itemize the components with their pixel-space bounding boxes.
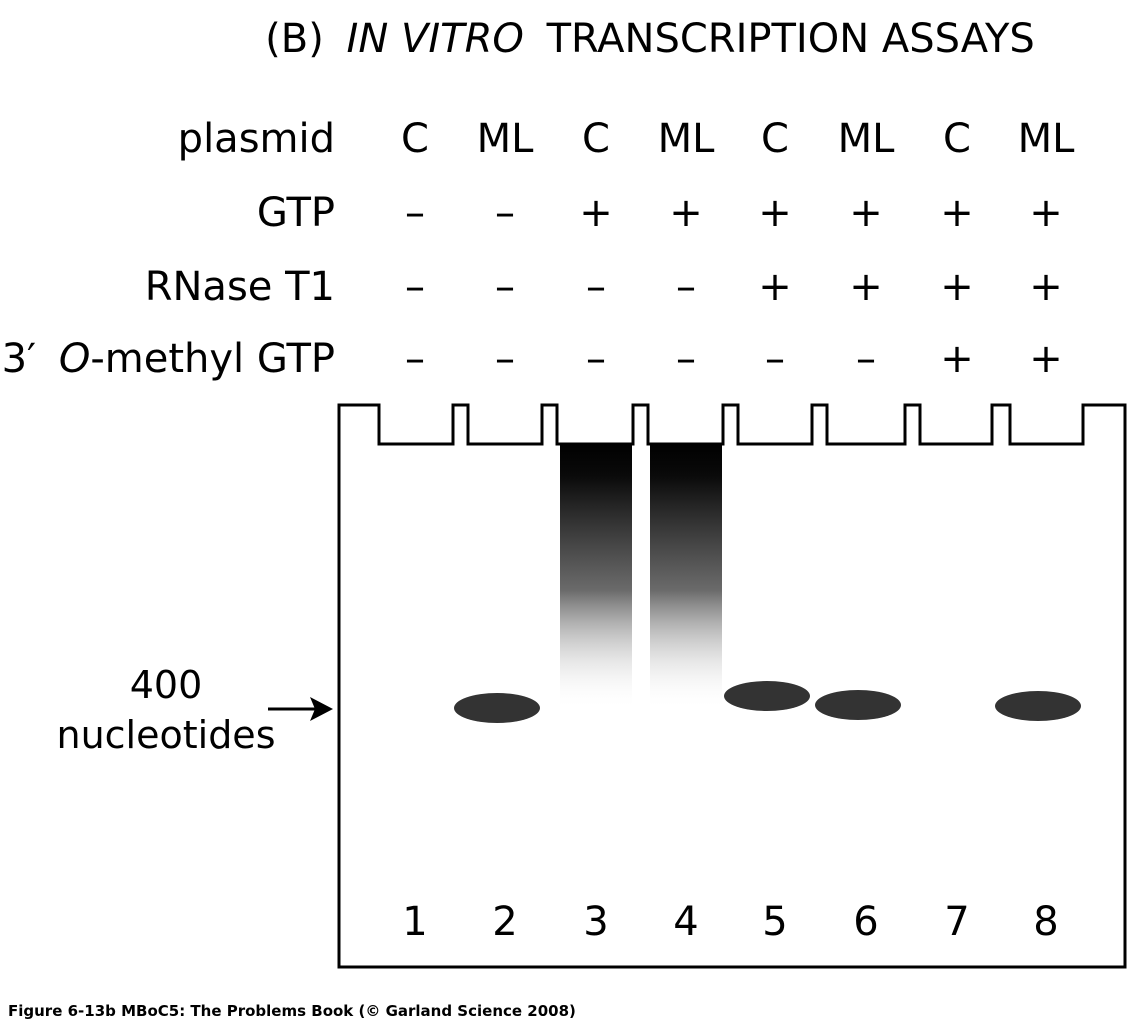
cell-gtp-lane-4: + xyxy=(669,190,703,236)
cell-rnase-t1-lane-8: + xyxy=(1029,264,1063,310)
cell-plasmid-lane-7: C xyxy=(943,116,971,162)
cell-plasmid-lane-4: ML xyxy=(658,116,716,162)
cell-rnase-t1-lane-3: – xyxy=(586,264,606,310)
band-lane-8 xyxy=(995,691,1081,721)
band-lane-5 xyxy=(724,681,810,711)
cell-methyl-gtp-lane-2: – xyxy=(495,336,515,382)
lane-number-7: 7 xyxy=(944,899,969,945)
cell-methyl-gtp-lane-5: – xyxy=(765,336,785,382)
gel-bands xyxy=(454,444,1081,723)
figure-title: (B) IN VITRO TRANSCRIPTION ASSAYS xyxy=(265,16,1035,62)
cell-gtp-lane-1: – xyxy=(405,190,425,236)
cell-rnase-t1-lane-5: + xyxy=(758,264,792,310)
cell-gtp-lane-2: – xyxy=(495,190,515,236)
smear-lane-4 xyxy=(650,444,722,710)
band-lane-2 xyxy=(454,693,540,723)
title-prefix: (B) xyxy=(265,16,324,62)
lane-number-3: 3 xyxy=(583,899,608,945)
cell-plasmid-lane-3: C xyxy=(582,116,610,162)
cell-methyl-gtp-lane-6: – xyxy=(856,336,876,382)
condition-table: plasmid GTP RNase T1 3′ O-methyl GTP C ML… xyxy=(2,116,1076,382)
cell-rnase-t1-lane-1: – xyxy=(405,264,425,310)
cell-plasmid-lane-8: ML xyxy=(1018,116,1076,162)
cell-rnase-t1-lane-2: – xyxy=(495,264,515,310)
row-label-methyl-gtp-prefix: 3′ xyxy=(2,336,37,382)
marker-size: 400 xyxy=(130,663,203,707)
cell-gtp-lane-5: + xyxy=(758,190,792,236)
cell-methyl-gtp-lane-1: – xyxy=(405,336,425,382)
lane-number-2: 2 xyxy=(492,899,517,945)
cell-gtp-lane-7: + xyxy=(940,190,974,236)
figure-caption: Figure 6-13b MBoC5: The Problems Book (©… xyxy=(8,1002,576,1020)
lane-number-4: 4 xyxy=(673,899,698,945)
lane-number-1: 1 xyxy=(402,899,427,945)
cell-plasmid-lane-2: ML xyxy=(477,116,535,162)
title-italic: IN VITRO xyxy=(347,16,524,62)
cell-methyl-gtp-lane-4: – xyxy=(676,336,696,382)
marker-arrowhead xyxy=(310,697,333,721)
lane-numbers: 1 2 3 4 5 6 7 8 xyxy=(402,899,1058,945)
cell-methyl-gtp-lane-7: + xyxy=(940,336,974,382)
size-marker: 400 nucleotides xyxy=(56,663,333,757)
gel-outline xyxy=(337,403,1127,969)
cell-gtp-lane-8: + xyxy=(1029,190,1063,236)
cell-rnase-t1-lane-6: + xyxy=(849,264,883,310)
row-label-plasmid: plasmid xyxy=(178,116,335,162)
cell-plasmid-lane-5: C xyxy=(761,116,789,162)
marker-unit: nucleotides xyxy=(56,713,275,757)
cell-rnase-t1-lane-7: + xyxy=(940,264,974,310)
smear-lane-3 xyxy=(560,444,632,710)
row-label-gtp: GTP xyxy=(257,190,335,236)
row-label-methyl-gtp: 3′ O-methyl GTP xyxy=(2,336,335,382)
row-label-methyl-gtp-italic: O xyxy=(59,336,90,382)
title-suffix: TRANSCRIPTION ASSAYS xyxy=(546,16,1035,62)
cell-plasmid-lane-1: C xyxy=(401,116,429,162)
cell-gtp-lane-3: + xyxy=(579,190,613,236)
row-label-methyl-gtp-suffix: -methyl GTP xyxy=(90,336,335,382)
lane-number-8: 8 xyxy=(1033,899,1058,945)
cell-methyl-gtp-lane-8: + xyxy=(1029,336,1063,382)
lane-number-5: 5 xyxy=(762,899,787,945)
cell-plasmid-lane-6: ML xyxy=(838,116,896,162)
row-label-rnase-t1: RNase T1 xyxy=(145,264,335,310)
band-lane-6 xyxy=(815,690,901,720)
cell-methyl-gtp-lane-3: – xyxy=(586,336,606,382)
condition-cells: C ML C ML C ML C ML – – + + + + + + – – – – + + + + – – – – – – + + xyxy=(401,116,1075,382)
lane-number-6: 6 xyxy=(853,899,878,945)
cell-rnase-t1-lane-4: – xyxy=(676,264,696,310)
cell-gtp-lane-6: + xyxy=(849,190,883,236)
